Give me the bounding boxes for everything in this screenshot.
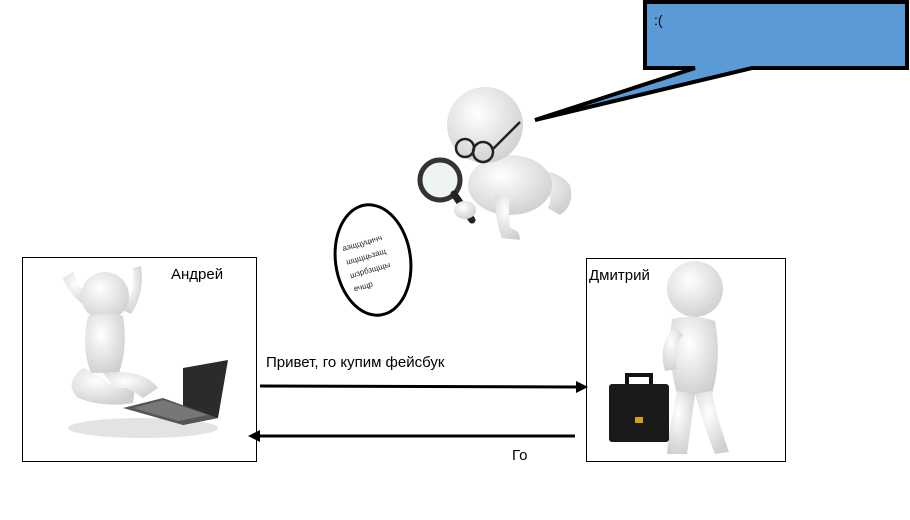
left-party-frame: Андрей: [22, 257, 257, 462]
person-with-briefcase-figure: [609, 261, 729, 454]
outgoing-arrow: [259, 384, 579, 389]
spy-figure: [417, 87, 572, 240]
outgoing-message-label: Привет, го купим фейсбук: [266, 354, 445, 371]
right-party-name: Дмитрий: [589, 267, 650, 284]
reply-message-label: Го: [512, 447, 528, 464]
intercepted-note: аэщцуцичч шцщцьзащ шзрбзщщы ечщр: [326, 198, 420, 322]
right-party-frame: Дмитрий: [586, 258, 786, 462]
intercepted-note-text: аэщцуцичч шцщцьзащ шзрбзщщы ечщр: [341, 227, 410, 296]
person-with-laptop-figure: [63, 266, 228, 438]
left-party-name: Андрей: [171, 266, 224, 283]
speech-bubble-text: :(: [654, 12, 663, 28]
